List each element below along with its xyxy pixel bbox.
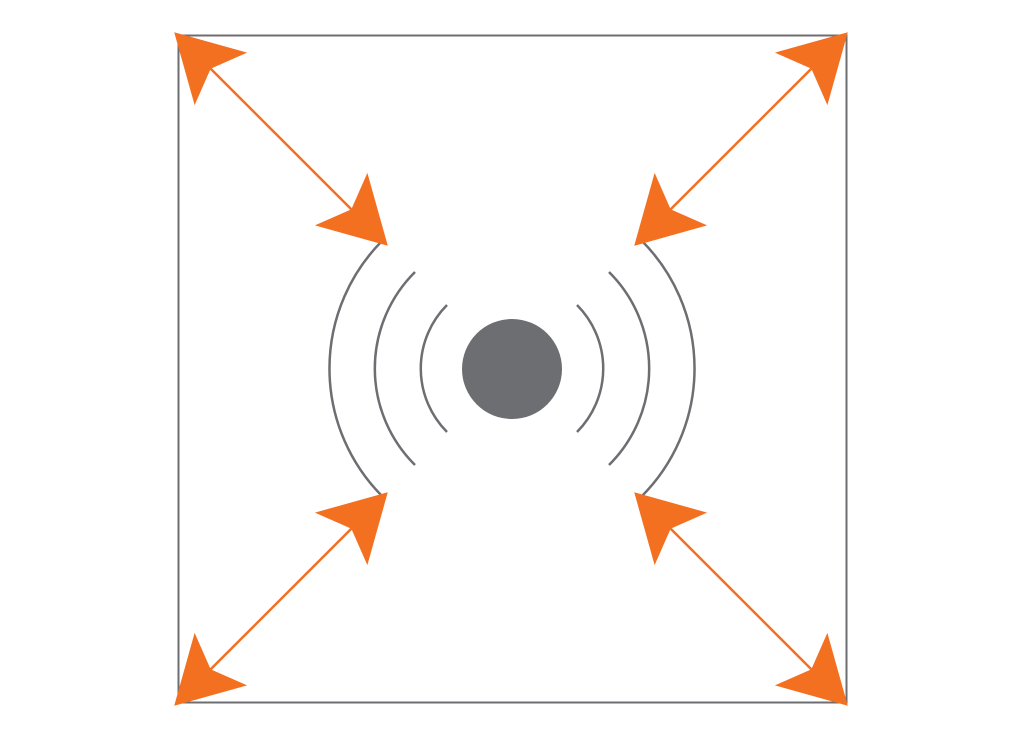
- wave-right-inner: [576, 304, 605, 433]
- arrow-bottom-left: [148, 466, 414, 732]
- arrow-top-right: [608, 6, 874, 272]
- sound-source-dot: [462, 319, 562, 419]
- arrow-bottom-right: [608, 466, 874, 732]
- wave-right-outer: [640, 239, 696, 498]
- sound-waves: [328, 239, 696, 498]
- wave-right-middle: [608, 271, 651, 466]
- wave-left-outer: [328, 239, 384, 498]
- wave-left-middle: [373, 271, 416, 466]
- frame-border: [177, 34, 848, 704]
- arrow-top-left: [148, 6, 414, 272]
- wave-left-inner: [419, 304, 448, 433]
